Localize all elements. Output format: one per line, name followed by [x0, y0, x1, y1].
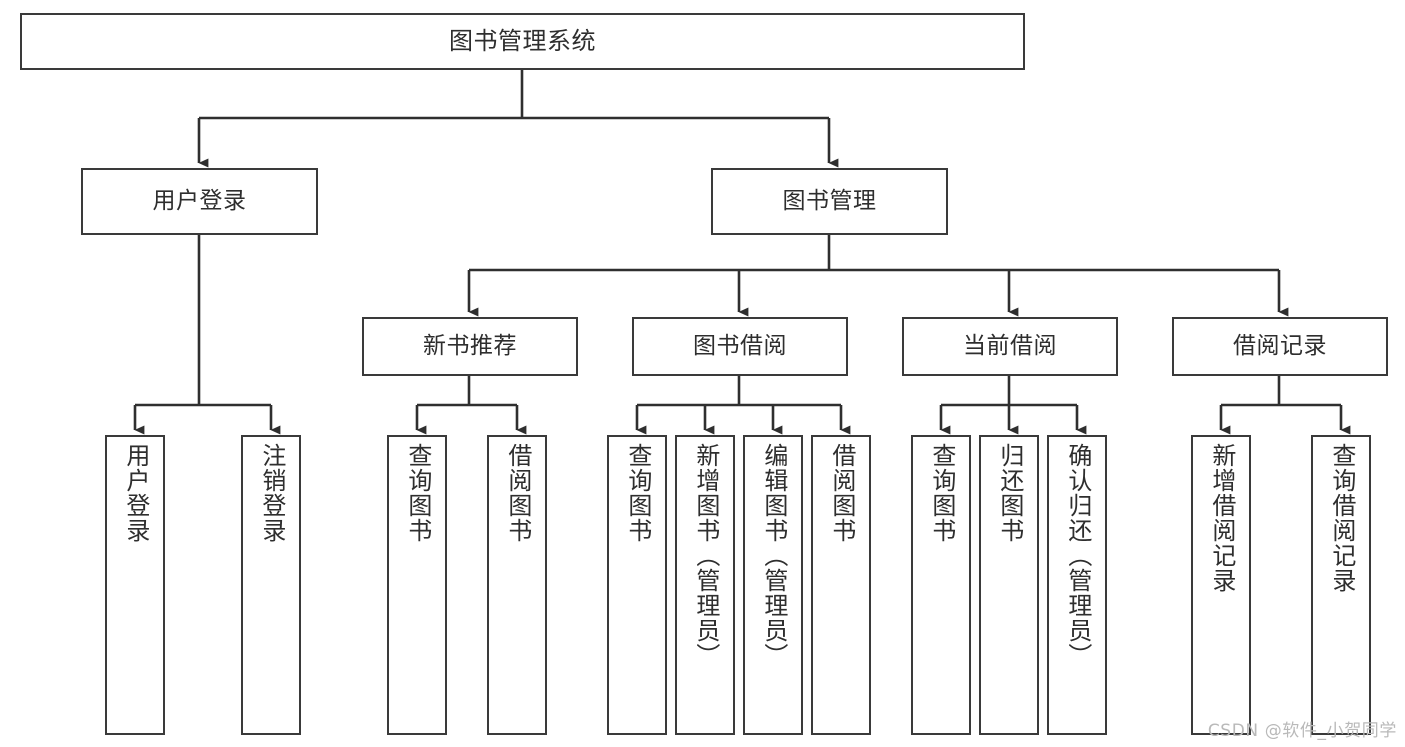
node-book-borrow-label: 图书借阅 [693, 333, 787, 360]
node-leaf-user-login-label: 用户登录 [121, 443, 150, 543]
node-leaf-bb-query-book-label: 查询图书 [623, 443, 652, 543]
node-current-borrow-label: 当前借阅 [963, 333, 1057, 360]
node-leaf-cb-return-book[interactable]: 归还图书 [979, 435, 1039, 735]
node-leaf-br-add-record-label: 新增借阅记录 [1207, 443, 1236, 593]
node-leaf-br-add-record[interactable]: 新增借阅记录 [1191, 435, 1251, 735]
node-leaf-bb-edit-book-label: 编辑图书（管理员） [759, 443, 788, 668]
node-leaf-bb-add-book[interactable]: 新增图书（管理员） [675, 435, 735, 735]
node-leaf-bb-borrow-book-label: 借阅图书 [827, 443, 856, 543]
node-current-borrow[interactable]: 当前借阅 [902, 317, 1118, 376]
node-new-book-recommend[interactable]: 新书推荐 [362, 317, 578, 376]
node-book-borrow[interactable]: 图书借阅 [632, 317, 848, 376]
node-leaf-logout-label: 注销登录 [257, 443, 286, 543]
node-leaf-bb-borrow-book[interactable]: 借阅图书 [811, 435, 871, 735]
node-leaf-cb-confirm-return[interactable]: 确认归还（管理员） [1047, 435, 1107, 735]
node-borrow-record-label: 借阅记录 [1233, 333, 1327, 360]
node-leaf-cb-query-book-label: 查询图书 [927, 443, 956, 543]
node-user-login-label: 用户登录 [152, 188, 247, 215]
node-leaf-br-query-record-label: 查询借阅记录 [1327, 443, 1356, 593]
node-user-login[interactable]: 用户登录 [81, 168, 318, 235]
node-leaf-nb-borrow-book[interactable]: 借阅图书 [487, 435, 547, 735]
node-book-manage-label: 图书管理 [782, 188, 877, 215]
node-book-manage[interactable]: 图书管理 [711, 168, 948, 235]
node-leaf-nb-borrow-book-label: 借阅图书 [503, 443, 532, 543]
node-leaf-nb-query-book-label: 查询图书 [403, 443, 432, 543]
node-leaf-cb-return-book-label: 归还图书 [995, 443, 1024, 543]
node-leaf-logout[interactable]: 注销登录 [241, 435, 301, 735]
node-leaf-nb-query-book[interactable]: 查询图书 [387, 435, 447, 735]
node-leaf-user-login[interactable]: 用户登录 [105, 435, 165, 735]
node-leaf-bb-edit-book[interactable]: 编辑图书（管理员） [743, 435, 803, 735]
node-borrow-record[interactable]: 借阅记录 [1172, 317, 1388, 376]
node-root-system-label: 图书管理系统 [449, 26, 596, 55]
csdn-watermark: CSDN @软件_小贺同学 [1207, 721, 1397, 741]
node-leaf-bb-query-book[interactable]: 查询图书 [607, 435, 667, 735]
node-new-book-recommend-label: 新书推荐 [423, 333, 517, 360]
node-leaf-cb-query-book[interactable]: 查询图书 [911, 435, 971, 735]
node-root-system[interactable]: 图书管理系统 [20, 13, 1025, 70]
node-leaf-bb-add-book-label: 新增图书（管理员） [691, 443, 720, 668]
node-leaf-br-query-record[interactable]: 查询借阅记录 [1311, 435, 1371, 735]
node-leaf-cb-confirm-return-label: 确认归还（管理员） [1063, 443, 1092, 668]
